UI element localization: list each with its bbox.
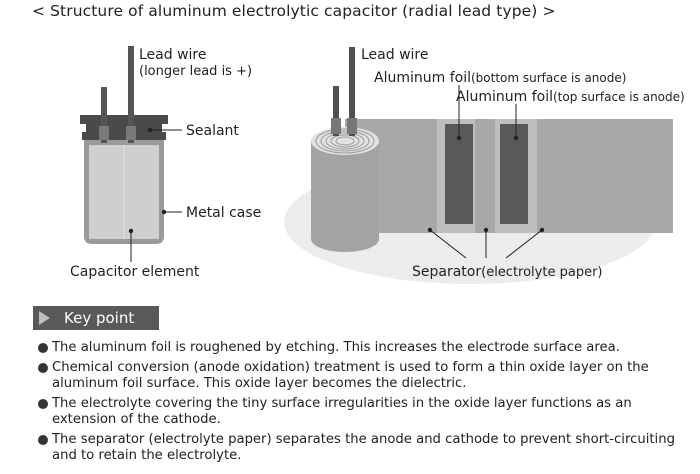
label-foil-top: Aluminum foil(top surface is anode) (456, 89, 685, 105)
key-point-item: Chemical conversion (anode oxidation) tr… (38, 360, 678, 392)
leader-dot-foil-top (513, 135, 519, 141)
key-point-item: The aluminum foil is roughened by etchin… (38, 340, 678, 356)
bullet-icon (38, 363, 48, 373)
leader-dot-sep-3 (539, 227, 545, 233)
label-metal-case: Metal case (186, 205, 261, 221)
winding-spiral (315, 128, 375, 154)
roll-lead-wire-right (349, 47, 355, 136)
label-lead-note: (longer lead is +) (139, 64, 252, 79)
capacitor-cross-section: Lead wire (longer lead is +) Sealant Met… (70, 46, 261, 280)
aluminum-foil-top (500, 124, 528, 224)
label-foil-bottom: Aluminum foil(bottom surface is anode) (374, 70, 626, 86)
key-point-arrow-icon (39, 311, 50, 325)
wound-element-illustration: Lead wire Aluminum foil(bottom surface i… (284, 47, 685, 284)
key-point-banner: Key point (33, 306, 159, 330)
key-point-text: Chemical conversion (anode oxidation) tr… (52, 360, 649, 391)
bullet-icon (38, 343, 48, 353)
capacitor-structure-diagram: Lead wire (longer lead is +) Sealant Met… (70, 46, 685, 284)
lead-wire-short (101, 87, 107, 143)
sealant (80, 115, 168, 140)
leader-dot-sealant (147, 127, 153, 133)
leader-dot-foil-bottom (456, 135, 462, 141)
leader-dot-metal-case (161, 209, 167, 215)
label-lead-wire: Lead wire (139, 47, 206, 63)
aluminum-foil-bottom (445, 124, 473, 224)
roll-lead-tab-left (331, 118, 341, 134)
label-sealant: Sealant (186, 123, 239, 139)
key-point-text: The separator (electrolyte paper) separa… (52, 432, 675, 463)
leader-dot-sep-1 (427, 227, 433, 233)
bullet-icon (38, 435, 48, 445)
leader-dot-element (128, 228, 134, 234)
label-separator: Separator(electrolyte paper) (412, 264, 602, 280)
leader-dot-sep-2 (483, 227, 489, 233)
key-point-item: The separator (electrolyte paper) separa… (38, 432, 678, 464)
bullet-icon (38, 399, 48, 409)
lead-wire-long (128, 46, 134, 143)
key-point-text: The aluminum foil is roughened by etchin… (52, 340, 620, 355)
diagram-title: < Structure of aluminum electrolytic cap… (32, 2, 556, 20)
lead-tab-left (99, 126, 109, 140)
label-roll-lead-wire: Lead wire (361, 47, 428, 63)
lead-tab-right (126, 126, 136, 140)
key-point-list: The aluminum foil is roughened by etchin… (38, 340, 678, 468)
key-point-text: The electrolyte covering the tiny surfac… (52, 396, 632, 427)
key-point-label: Key point (64, 309, 135, 327)
separator-leaders (429, 229, 543, 259)
label-capacitor-element: Capacitor element (70, 264, 200, 280)
roll-lead-wire-left (333, 86, 339, 136)
roll-lead-tab-right (347, 118, 357, 134)
cylinder-body (311, 141, 379, 252)
key-point-item: The electrolyte covering the tiny surfac… (38, 396, 678, 428)
